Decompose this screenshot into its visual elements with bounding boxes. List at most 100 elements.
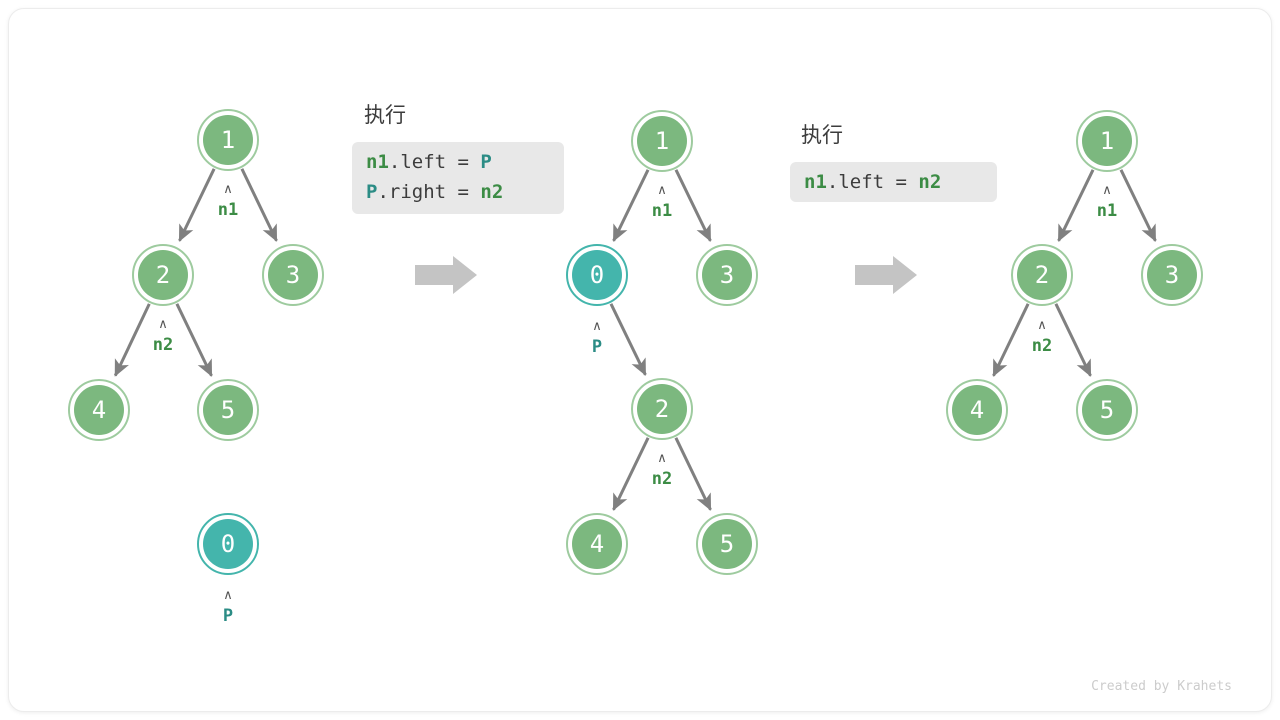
node-body	[637, 384, 687, 434]
code-token: .left =	[389, 151, 481, 173]
pointer-label: P	[223, 606, 233, 626]
transition-arrow	[855, 256, 917, 294]
tree-node[interactable]: 1	[1076, 110, 1138, 172]
pointer-caret-icon: ∧	[223, 182, 233, 197]
code-token: n2	[480, 181, 503, 203]
pointer-caret-icon: ∧	[657, 183, 667, 198]
node-outer-ring	[696, 244, 758, 306]
node-outer-ring	[631, 378, 693, 440]
node-outer-ring	[566, 513, 628, 575]
node-body	[1017, 250, 1067, 300]
tree-node[interactable]: 4	[566, 513, 628, 575]
tree-node[interactable]: 5	[696, 513, 758, 575]
code-token: n2	[918, 171, 941, 193]
code-line: P.right = n2	[366, 181, 503, 203]
tree-node[interactable]: 0	[566, 244, 628, 306]
node-body	[702, 250, 752, 300]
tree-node[interactable]: 1	[631, 110, 693, 172]
node-body	[1147, 250, 1197, 300]
credit-layer: Created by Krahets	[1091, 679, 1232, 694]
pointer-caret-icon: ∧	[592, 319, 602, 334]
code-block-background	[790, 162, 997, 202]
code-token: P	[480, 151, 491, 173]
tree-node[interactable]: 4	[946, 379, 1008, 441]
node-body	[203, 115, 253, 165]
tree-node[interactable]: 2	[132, 244, 194, 306]
node-value: 5	[221, 396, 235, 424]
tree-edge	[178, 168, 216, 242]
tree-node[interactable]: 0	[197, 513, 259, 575]
pointer-label: n1	[218, 200, 238, 220]
tree-node[interactable]: 2	[631, 378, 693, 440]
node-body	[1082, 385, 1132, 435]
pointer-caret-icon: ∧	[223, 588, 233, 603]
step-title: 执行	[364, 103, 406, 127]
node-body	[1082, 116, 1132, 166]
tree-node[interactable]: 1	[197, 109, 259, 171]
pointer-caret-icon: ∧	[1037, 318, 1047, 333]
tree-edge	[1057, 169, 1095, 242]
tree-edge	[240, 168, 278, 242]
tree-node[interactable]: 3	[696, 244, 758, 306]
tree-node[interactable]: 3	[1141, 244, 1203, 306]
node-body	[138, 250, 188, 300]
code-token: .left =	[827, 171, 919, 193]
node-value: 2	[1035, 261, 1049, 289]
tree-edges-layer	[113, 168, 1157, 511]
node-body	[572, 250, 622, 300]
pointer-caret-icon: ∧	[657, 451, 667, 466]
node-body	[203, 385, 253, 435]
node-outer-ring	[262, 244, 324, 306]
tree-edge	[609, 303, 647, 376]
node-outer-ring	[1076, 110, 1138, 172]
code-line: n1.left = n2	[804, 171, 941, 193]
tree-nodes-layer: 1 2 3 4 5 0 1 0 3 2 4 5 1 2 3 4 5	[68, 109, 1203, 575]
node-body	[203, 519, 253, 569]
code-block-background	[352, 142, 564, 214]
tree-node[interactable]: 2	[1011, 244, 1073, 306]
node-outer-ring	[197, 109, 259, 171]
pointer-label: n2	[1032, 336, 1052, 356]
node-value: 2	[156, 261, 170, 289]
node-outer-ring	[1011, 244, 1073, 306]
node-value: 4	[970, 396, 984, 424]
tree-node[interactable]: 4	[68, 379, 130, 441]
pointer-caret-icon: ∧	[1102, 183, 1112, 198]
node-body	[952, 385, 1002, 435]
node-outer-ring	[1141, 244, 1203, 306]
tree-node[interactable]: 5	[1076, 379, 1138, 441]
node-body	[702, 519, 752, 569]
pointer-label: n2	[652, 469, 672, 489]
tree-edge	[612, 169, 650, 242]
node-outer-ring	[946, 379, 1008, 441]
node-outer-ring	[1076, 379, 1138, 441]
tree-edge	[674, 437, 712, 511]
pointer-caret-icon: ∧	[158, 317, 168, 332]
node-value: 3	[720, 261, 734, 289]
step-title: 执行	[801, 123, 843, 147]
pointer-label: n1	[652, 201, 672, 221]
code-token: n1	[804, 171, 827, 193]
tree-node[interactable]: 3	[262, 244, 324, 306]
tree-edge	[175, 303, 213, 377]
pointer-label: P	[592, 337, 602, 357]
tree-node[interactable]: 5	[197, 379, 259, 441]
node-value: 4	[590, 530, 604, 558]
node-value: 1	[221, 126, 235, 154]
transition-arrows-layer	[415, 256, 917, 294]
node-value: 3	[286, 261, 300, 289]
node-outer-ring	[132, 244, 194, 306]
code-token: P	[366, 181, 377, 203]
node-body	[74, 385, 124, 435]
pointer-label: n2	[153, 335, 173, 355]
node-value: 0	[590, 261, 604, 289]
node-value: 1	[655, 127, 669, 155]
node-outer-ring	[197, 513, 259, 575]
node-value: 5	[1100, 396, 1114, 424]
pointer-labels-layer: ∧n1∧n2∧P∧n1∧P∧n2∧n1∧n2	[153, 182, 1117, 626]
node-value: 1	[1100, 127, 1114, 155]
